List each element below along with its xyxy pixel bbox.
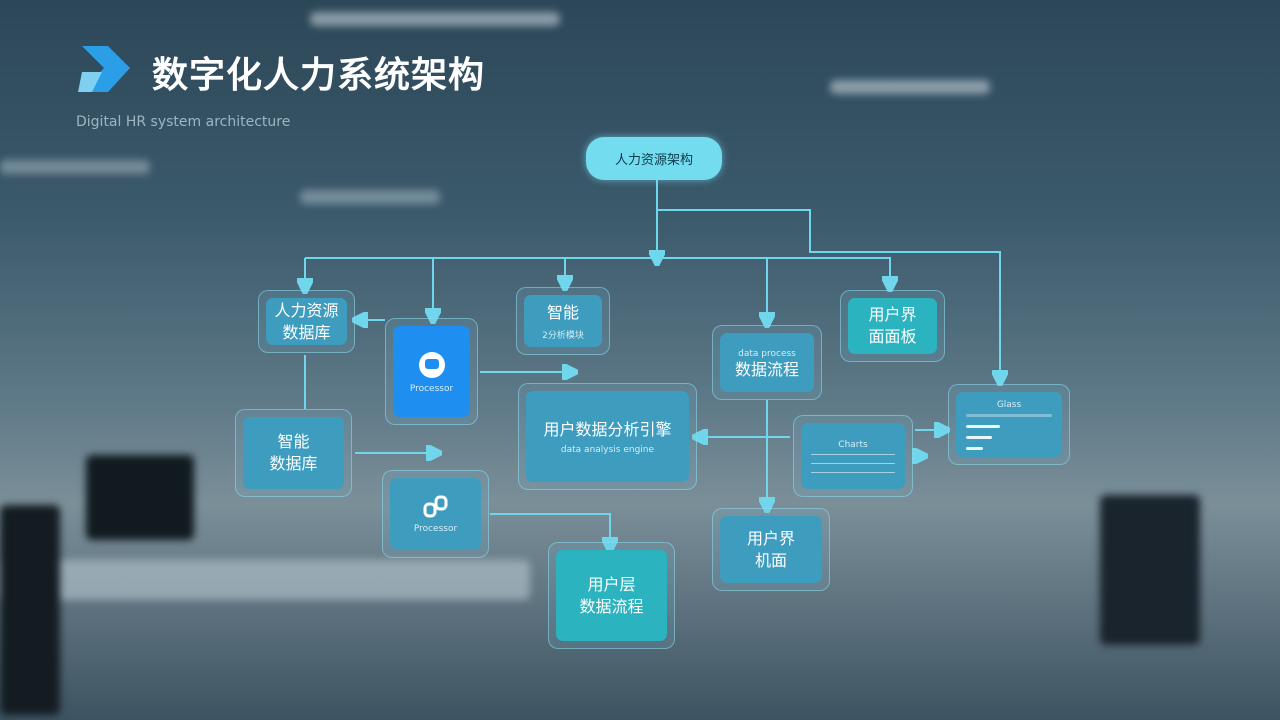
monitor xyxy=(86,455,194,540)
node-label: 人力资源 xyxy=(274,300,339,320)
logo-chevron-icon xyxy=(78,46,130,92)
panel-bar xyxy=(966,424,1001,428)
chart-line xyxy=(811,453,895,455)
node-label: 智能 xyxy=(277,432,310,451)
node-label: 用户层 xyxy=(587,574,636,594)
node-glass-panel[interactable]: Glass xyxy=(948,384,1070,465)
ceiling-light xyxy=(0,160,150,174)
node-label: 机面 xyxy=(754,550,787,570)
ceiling-light xyxy=(310,12,560,26)
node-analysis-engine[interactable]: 用户数据分析引擎 data analysis engine xyxy=(518,383,697,490)
node-label: Processor xyxy=(413,524,458,534)
node-label: 用户数据分析引擎 xyxy=(543,419,672,439)
node-label: 2分析模块 xyxy=(542,330,584,341)
node-label: 数据流程 xyxy=(734,359,799,379)
node-label: Glass xyxy=(996,399,1022,410)
ceiling-light xyxy=(830,80,990,94)
node-label: data analysis engine xyxy=(560,444,655,455)
node-processor-2[interactable]: Processor xyxy=(382,470,489,558)
robot-icon xyxy=(418,351,445,378)
node-label: data process xyxy=(738,348,796,359)
node-label: 数据库 xyxy=(269,454,318,473)
node-label: 数据库 xyxy=(282,322,331,342)
node-label: Processor xyxy=(409,383,454,394)
node-label: Charts xyxy=(838,439,868,450)
node-smart-database[interactable]: 智能数据库 xyxy=(235,409,352,497)
node-smart-analysis[interactable]: 智能 2分析模块 xyxy=(516,287,610,355)
node-user-layer[interactable]: 用户层数据流程 xyxy=(548,542,675,649)
node-charts[interactable]: Charts xyxy=(793,415,913,497)
node-label: 用户界 xyxy=(868,305,917,324)
chart-line xyxy=(811,462,895,464)
node-label: 用户界 xyxy=(746,528,795,548)
page-subtitle: Digital HR system architecture xyxy=(76,114,291,130)
node-user-ui[interactable]: 用户界机面 xyxy=(712,508,830,591)
page-title: 数字化人力系统架构 xyxy=(152,55,486,96)
node-label: 智能 xyxy=(546,302,579,322)
node-label: 数据流程 xyxy=(579,596,644,616)
office-chair xyxy=(1100,495,1200,645)
node-label: 面面板 xyxy=(868,327,917,346)
node-user-panel[interactable]: 用户界面面板 xyxy=(840,290,945,362)
node-hr-database[interactable]: 人力资源数据库 xyxy=(258,290,355,353)
panel-bar xyxy=(966,435,992,439)
panel-bar xyxy=(966,446,984,450)
panel-bar xyxy=(966,413,1052,417)
desk xyxy=(0,560,530,600)
ceiling-light xyxy=(300,190,440,204)
office-chair xyxy=(0,505,60,715)
root-node[interactable]: 人力资源架构 xyxy=(586,137,722,180)
node-processor[interactable]: Processor xyxy=(385,318,478,425)
link-icon xyxy=(423,495,447,518)
chart-line xyxy=(811,471,895,473)
